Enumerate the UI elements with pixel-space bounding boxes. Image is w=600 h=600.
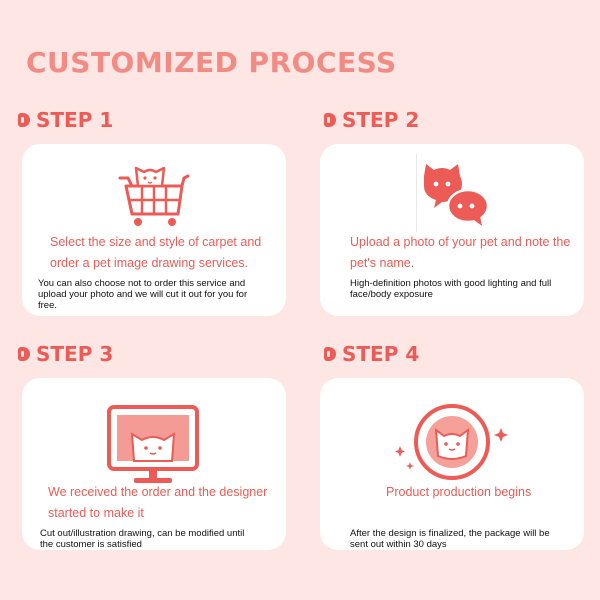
step-2-detail: High-definition photos with good lightin… <box>350 278 551 300</box>
step-4-detail-line-2: sent out within 30 days <box>350 539 447 550</box>
shopping-cart-cat-icon <box>118 166 190 226</box>
page-title: CUSTOMIZED PROCESS <box>26 46 397 79</box>
monitor-cat-icon <box>107 405 199 483</box>
step-2-description: Upload a photo of your pet and note the … <box>350 232 570 274</box>
step-2-line-1: Upload a photo of your pet and note the <box>350 235 571 249</box>
step-2-detail-line-1: High-definition photos with good lightin… <box>350 278 552 289</box>
step-1-detail: You can also choose not to order this se… <box>38 278 247 311</box>
step-1-detail-line-2: upload your photo and we will cut it out… <box>38 289 248 300</box>
step-3-label: STEP 3 <box>36 342 114 366</box>
step-4-detail-line-1: After the design is finalized, the packa… <box>350 528 550 539</box>
step-1-line-2: order a pet image drawing services. <box>50 256 249 270</box>
step-1-detail-line-1: You can also choose not to order this se… <box>38 278 246 289</box>
step-4-card: Product production begins After the desi… <box>320 378 584 550</box>
divider <box>416 154 417 232</box>
step-2-label: STEP 2 <box>342 108 420 132</box>
step-3-detail-line-1: Cut out/illustration drawing, can be mod… <box>40 528 245 539</box>
step-1-detail-line-3: free. <box>38 300 58 311</box>
chat-bubbles-cat-icon <box>424 164 490 226</box>
step-1-description: Select the size and style of carpet and … <box>50 232 261 274</box>
step-3-line-2: started to make it <box>48 506 144 520</box>
step-marker-icon <box>18 113 30 127</box>
step-1-card: Select the size and style of carpet and … <box>22 144 286 316</box>
step-3-card: We received the order and the designer s… <box>22 378 286 550</box>
step-2-card: Upload a photo of your pet and note the … <box>320 144 584 316</box>
step-4-label: STEP 4 <box>342 342 420 366</box>
step-marker-icon <box>18 347 30 361</box>
round-cat-badge-icon <box>395 404 508 480</box>
step-4-description: Product production begins <box>386 482 531 503</box>
step-4-heading: STEP 4 <box>324 342 419 366</box>
step-3-description: We received the order and the designer s… <box>48 482 267 524</box>
step-3-detail: Cut out/illustration drawing, can be mod… <box>40 528 244 550</box>
step-2-heading: STEP 2 <box>324 108 419 132</box>
step-1-line-1: Select the size and style of carpet and <box>50 235 262 249</box>
step-4-detail: After the design is finalized, the packa… <box>350 528 550 550</box>
step-4-line-1: Product production begins <box>386 485 532 499</box>
step-marker-icon <box>324 113 336 127</box>
step-3-heading: STEP 3 <box>18 342 113 366</box>
step-marker-icon <box>324 347 336 361</box>
step-1-heading: STEP 1 <box>18 108 113 132</box>
step-3-line-1: We received the order and the designer <box>48 485 268 499</box>
step-2-line-2: pet's name. <box>350 256 415 270</box>
step-3-detail-line-2: the customer is satisfied <box>40 539 142 550</box>
step-1-label: STEP 1 <box>36 108 114 132</box>
step-2-detail-line-2: face/body exposure <box>350 289 433 300</box>
